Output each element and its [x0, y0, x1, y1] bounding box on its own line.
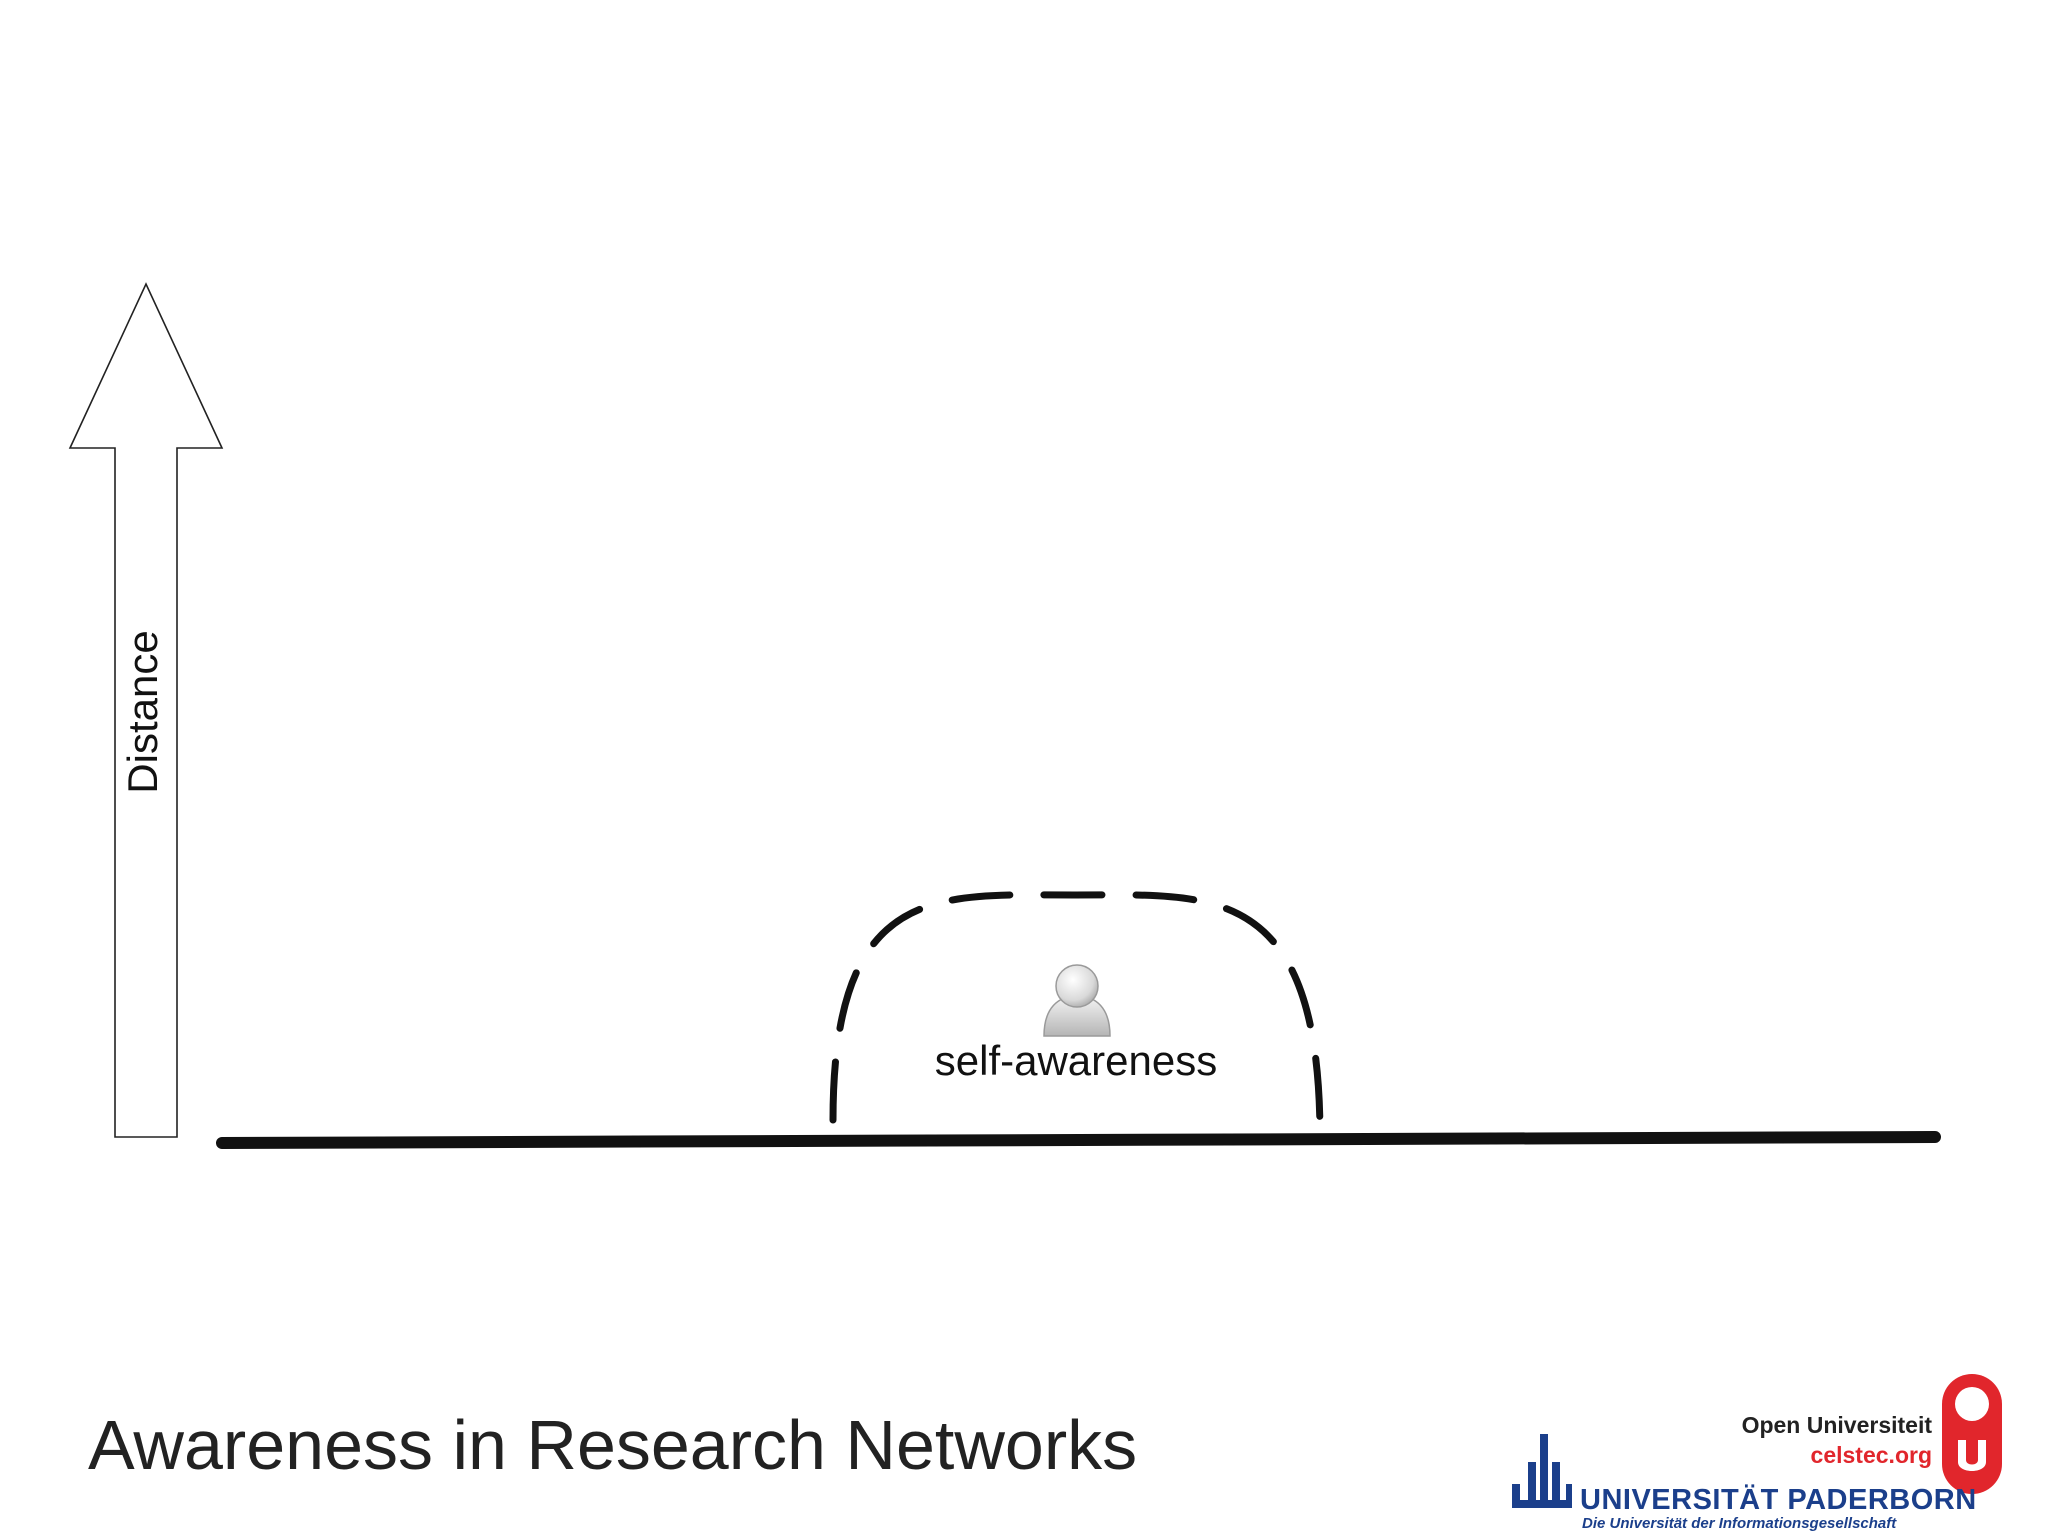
celstec-link[interactable]: celstec.org — [1810, 1442, 1932, 1468]
self-awareness-boundary — [829, 891, 1324, 1141]
logo-block: Open Universiteit celstec.org UNIVERSITÄ… — [1500, 1370, 2020, 1532]
paderborn-name: UNIVERSITÄT PADERBORN — [1580, 1484, 1977, 1516]
paderborn-logo — [1512, 1434, 1572, 1508]
open-universiteit-name: Open Universiteit — [1741, 1412, 1932, 1438]
self-awareness-label: self-awareness — [935, 1037, 1217, 1084]
person-icon — [1043, 964, 1111, 1037]
baseline — [216, 1131, 1941, 1149]
paderborn-tagline: Die Universität der Informationsgesellsc… — [1582, 1515, 1897, 1532]
slide-title: Awareness in Research Networks — [88, 1406, 1138, 1484]
distance-arrow — [68, 282, 224, 1138]
distance-axis-label: Distance — [119, 630, 166, 793]
open-universiteit-logo — [1942, 1374, 2002, 1494]
